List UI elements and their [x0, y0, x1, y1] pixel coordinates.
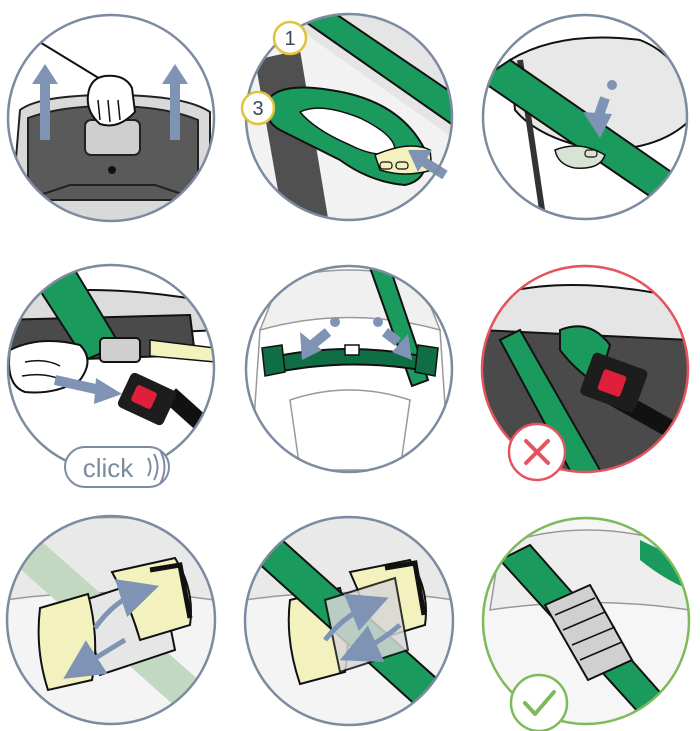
svg-text:1: 1 — [284, 28, 295, 50]
marker-1: 1 — [274, 22, 306, 54]
correct-icon — [511, 675, 567, 731]
step-route-belt-guide: 1 3 — [240, 10, 470, 230]
step-lift-handle — [0, 0, 230, 230]
step-tighten-lap-belt — [240, 260, 460, 480]
step-buckle-click: click — [0, 260, 220, 487]
clamp-jaw-left — [39, 594, 96, 690]
buckle-tongue — [100, 338, 140, 362]
hand — [88, 76, 135, 126]
step-open-clamp — [0, 510, 220, 730]
step-press-guide — [480, 10, 690, 230]
incorrect-icon — [509, 424, 565, 480]
click-badge: click — [65, 447, 169, 487]
step-correct-routing — [480, 512, 695, 731]
marker-3: 3 — [242, 92, 274, 124]
step-incorrect-routing — [480, 260, 695, 480]
svg-text:3: 3 — [252, 98, 263, 120]
svg-text:click: click — [83, 453, 135, 483]
step-close-clamp — [240, 510, 460, 730]
